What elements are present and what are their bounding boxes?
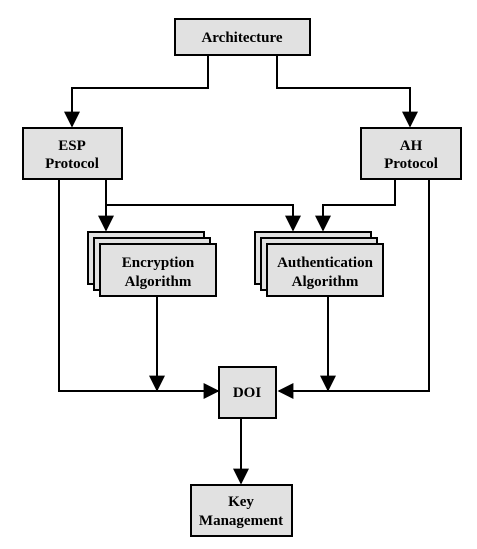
- authentication-algorithm-node: Authentication Algorithm: [254, 231, 384, 297]
- arrow-ah-to-doi: [277, 179, 430, 399]
- doi-label: DOI: [233, 385, 262, 401]
- architecture-node: Architecture: [174, 18, 311, 56]
- encryption-label-line1: Encryption: [122, 255, 195, 271]
- esp-label-line2: Protocol: [45, 156, 99, 172]
- key-management-label-line2: Management: [199, 513, 283, 529]
- doi-node: DOI: [218, 366, 277, 419]
- arrow-architecture-to-ah: [276, 55, 418, 128]
- key-management-label-line1: Key: [228, 494, 254, 510]
- ah-label-line1: AH: [400, 138, 423, 154]
- ah-label-line2: Protocol: [384, 156, 438, 172]
- architecture-label: Architecture: [201, 30, 282, 46]
- arrow-esp-to-authentication: [106, 204, 301, 232]
- encryption-algorithm-node: Encryption Algorithm: [87, 231, 217, 297]
- authentication-label-line2: Algorithm: [292, 274, 359, 290]
- arrow-esp-to-doi: [58, 179, 220, 399]
- encryption-label-line2: Algorithm: [125, 274, 192, 290]
- key-management-node: Key Management: [190, 484, 293, 537]
- connectors: [58, 55, 430, 485]
- ah-protocol-node: AH Protocol: [360, 127, 462, 180]
- esp-label-line1: ESP: [58, 138, 86, 154]
- authentication-label-line1: Authentication: [277, 255, 373, 271]
- arrow-architecture-to-esp: [64, 55, 209, 128]
- esp-protocol-node: ESP Protocol: [22, 127, 123, 180]
- arrow-ah-to-authentication: [315, 179, 396, 232]
